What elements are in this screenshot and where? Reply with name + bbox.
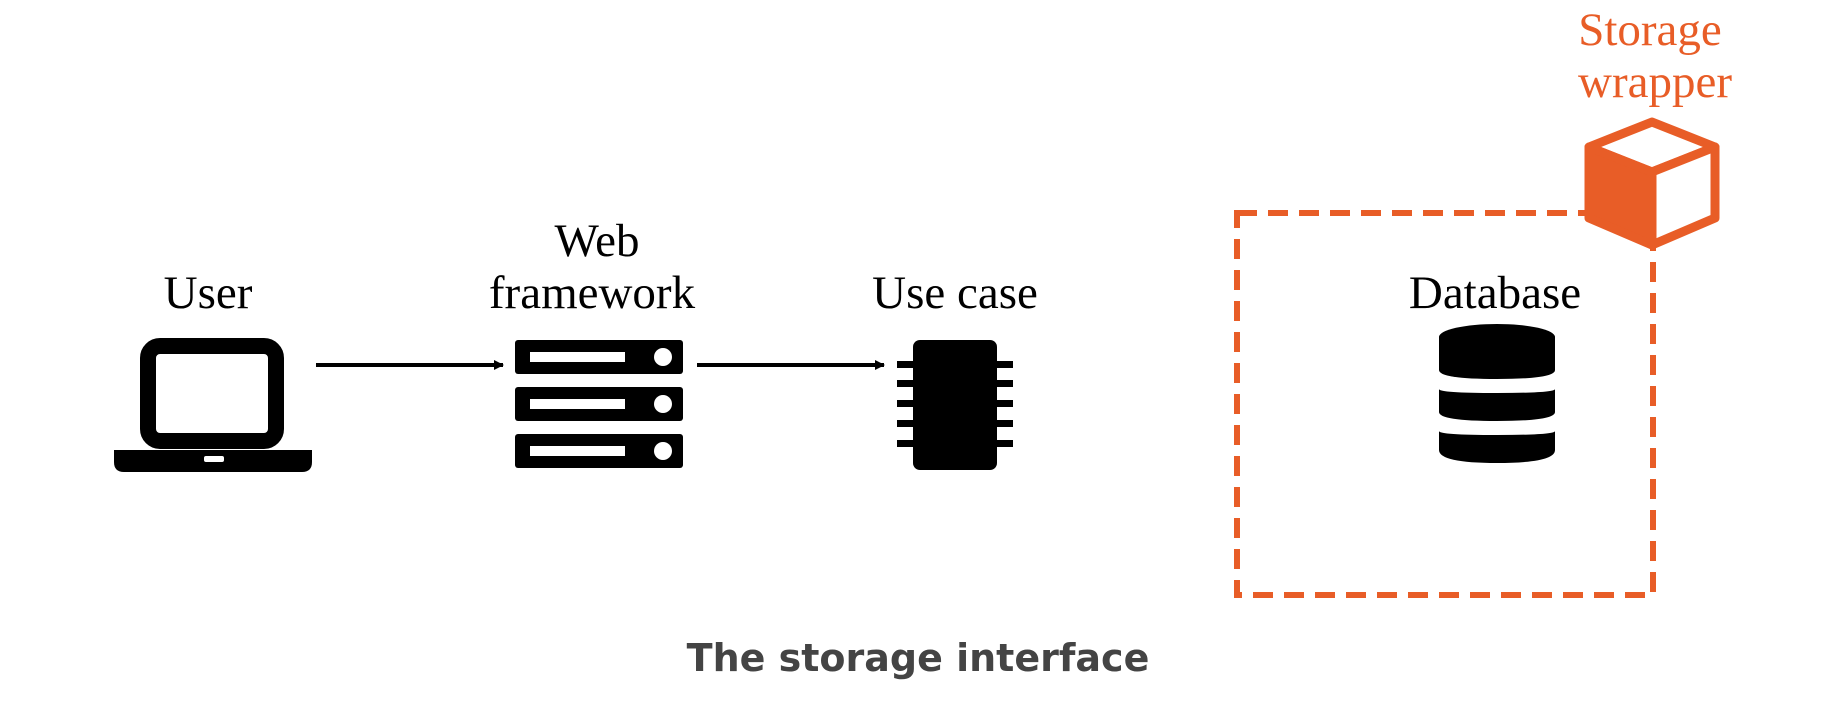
web-framework-label-line1: Web	[555, 215, 640, 267]
storage-wrapper-label-line1: Storage	[1578, 4, 1722, 56]
server-rack-icon	[515, 340, 683, 468]
use-case-label: Use case	[872, 267, 1038, 319]
user-label: User	[164, 267, 253, 319]
laptop-icon	[114, 338, 312, 472]
figure-caption: The storage interface	[686, 636, 1150, 680]
cube-icon	[1584, 117, 1720, 250]
storage-wrapper-boundary	[1234, 210, 1656, 598]
database-icon	[1439, 324, 1555, 463]
database-label: Database	[1409, 267, 1581, 319]
chip-icon	[897, 340, 1013, 470]
web-framework-label-line2: framework	[489, 267, 696, 319]
storage-wrapper-label-line2: wrapper	[1578, 56, 1732, 108]
